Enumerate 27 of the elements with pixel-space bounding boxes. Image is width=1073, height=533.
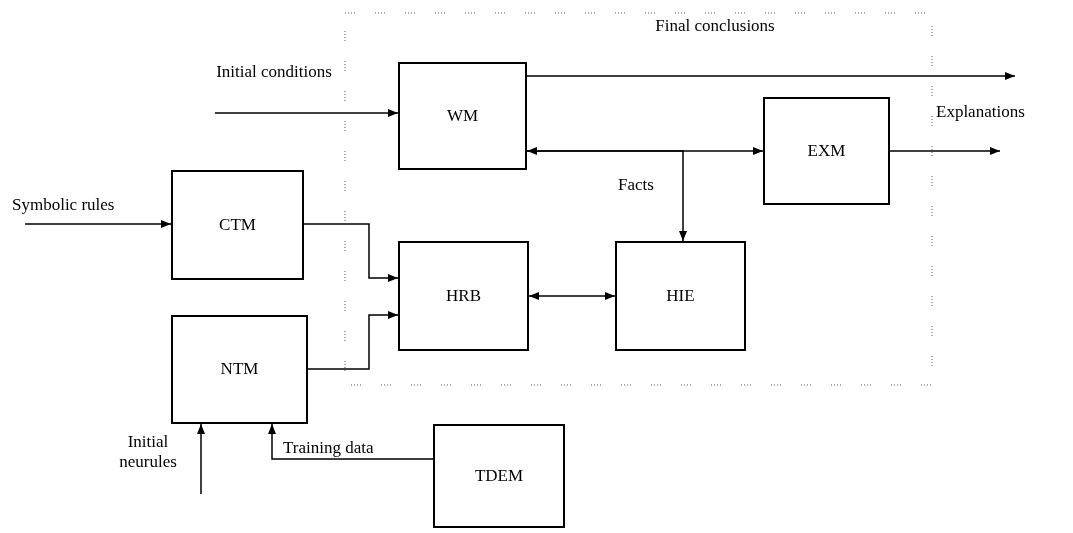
arrow bbox=[268, 423, 434, 460]
box-label: TDEM bbox=[474, 465, 524, 487]
process-box bbox=[763, 97, 890, 205]
box-label: CTM bbox=[219, 214, 256, 236]
arrow bbox=[24, 220, 172, 228]
box-label: HIE bbox=[666, 285, 695, 307]
arrow bbox=[307, 311, 399, 370]
box-label: NTM bbox=[220, 359, 259, 380]
process-box bbox=[398, 241, 529, 351]
arrow bbox=[526, 72, 1016, 80]
arrow bbox=[197, 423, 205, 495]
process-box bbox=[433, 424, 565, 528]
box-label: WM bbox=[446, 105, 479, 127]
process-box bbox=[171, 315, 308, 424]
box-label: EXM bbox=[807, 140, 846, 162]
edge-label: Explanations bbox=[936, 102, 1025, 123]
arrow bbox=[214, 109, 399, 117]
process-box bbox=[171, 170, 304, 280]
box-label: HRB bbox=[446, 285, 481, 307]
process-box bbox=[615, 241, 746, 351]
arrow bbox=[528, 292, 616, 300]
edge-label: Training data bbox=[283, 438, 374, 459]
arrow bbox=[303, 223, 399, 282]
arrow bbox=[526, 150, 687, 242]
arrow bbox=[889, 147, 1001, 155]
edge-label: Symbolic rules bbox=[12, 195, 115, 216]
process-box bbox=[398, 62, 527, 170]
